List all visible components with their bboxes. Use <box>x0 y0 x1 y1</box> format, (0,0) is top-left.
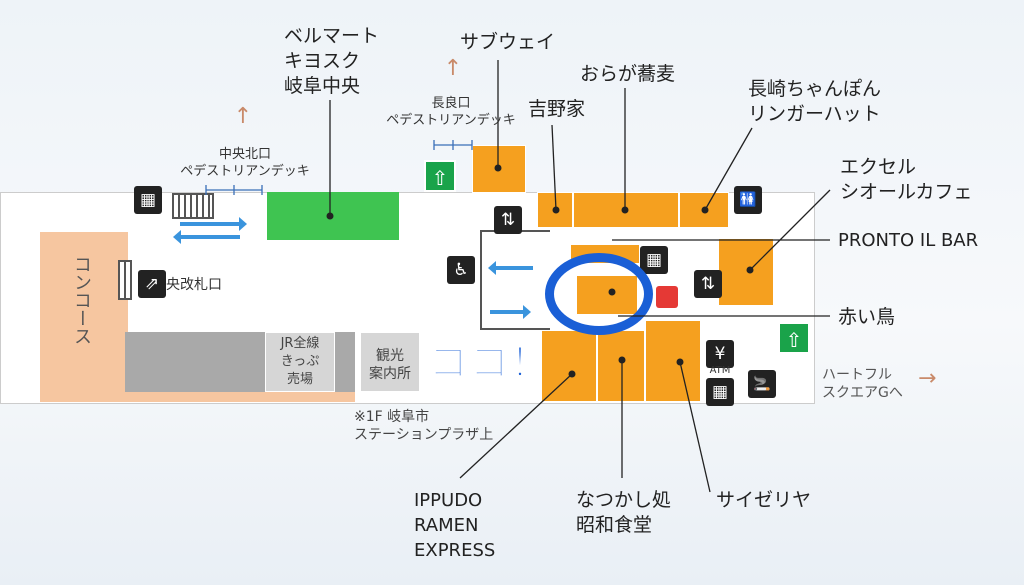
label-excelsior: エクセル シオールカフェ <box>840 156 973 203</box>
label-ippudo: IPPUDO RAMEN EXPRESS <box>414 490 496 561</box>
ticket-office-box <box>265 332 335 392</box>
jr-ticket-office-label: JR全線 きっぷ 売場 <box>280 336 320 387</box>
label-note: ※1F 岐阜市 ステーションプラザ上 <box>354 409 494 443</box>
atm-label: ATM <box>709 365 731 376</box>
exit-east-icon: ⇧ <box>778 322 810 354</box>
label-nagara-deck: 長良口 ペデストリアンデッキ <box>386 96 516 128</box>
elevator-icon: ⇅ <box>494 206 522 234</box>
tourist-info-box <box>360 332 420 392</box>
shop-ippudo[interactable] <box>541 330 597 402</box>
arrow-heartful: → <box>918 366 937 391</box>
escalator-icon: ⇗ <box>138 270 166 298</box>
exit-nagara-icon: ⇧ <box>424 160 456 192</box>
baby-icon: ▦ <box>640 246 668 274</box>
locker-icon: ▦ <box>706 378 734 406</box>
tourist-info-label: 観光 案内所 <box>369 348 411 382</box>
ticket-gate-central <box>118 260 132 300</box>
ticket-gate-north <box>172 193 214 219</box>
label-nagasaki: 長崎ちゃんぽん リンガーハット <box>748 78 882 125</box>
label-natsukashi: なつかし処 昭和食堂 <box>576 489 672 536</box>
arrow-chuo-kita: ↑ <box>233 104 253 129</box>
corridor-arrow-right <box>490 305 531 319</box>
highlight-ring <box>545 253 653 335</box>
label-chuo-kita-deck: 中央北口 ペデストリアンデッキ <box>180 147 310 179</box>
wheelchair-icon: ♿ <box>447 256 475 284</box>
corridor-arrow-left <box>488 261 533 275</box>
shop-natsukashi[interactable] <box>597 330 645 402</box>
shop-excelsior[interactable] <box>718 238 774 306</box>
restroom-icon: 🚻 <box>734 186 762 214</box>
label-kaisatsu: 央改札口 <box>166 277 222 293</box>
gate-arrow-right-1 <box>180 217 247 231</box>
label-heartful: ハートフル スクエアGへ <box>822 367 903 401</box>
concourse-label: コンコース <box>71 255 92 345</box>
concourse-area <box>40 232 128 402</box>
no-smoking-icon <box>656 286 678 308</box>
label-pronto: PRONTO IL BAR <box>838 230 979 251</box>
restroom-2-icon: ⇅ <box>694 270 722 298</box>
label-oraga: おらが蕎麦 <box>580 63 676 85</box>
label-akaitori: 赤い鳥 <box>838 306 896 328</box>
label-bellmart: ベルマート キヨスク 岐阜中央 <box>284 25 380 97</box>
label-subway: サブウェイ <box>460 31 556 53</box>
atm-icon: ¥ <box>706 340 734 368</box>
label-saizeriya: サイゼリヤ <box>716 489 812 511</box>
stairs-icon: ▦ <box>134 186 162 214</box>
smoking-icon: 🚬 <box>748 370 776 398</box>
koko-text: ココ！ <box>427 339 551 387</box>
shop-saizeriya[interactable] <box>645 320 701 402</box>
label-yoshinoya: 吉野家 <box>528 98 586 120</box>
arrow-nagara: ↑ <box>443 56 463 81</box>
gate-arrow-left-1 <box>173 230 240 244</box>
